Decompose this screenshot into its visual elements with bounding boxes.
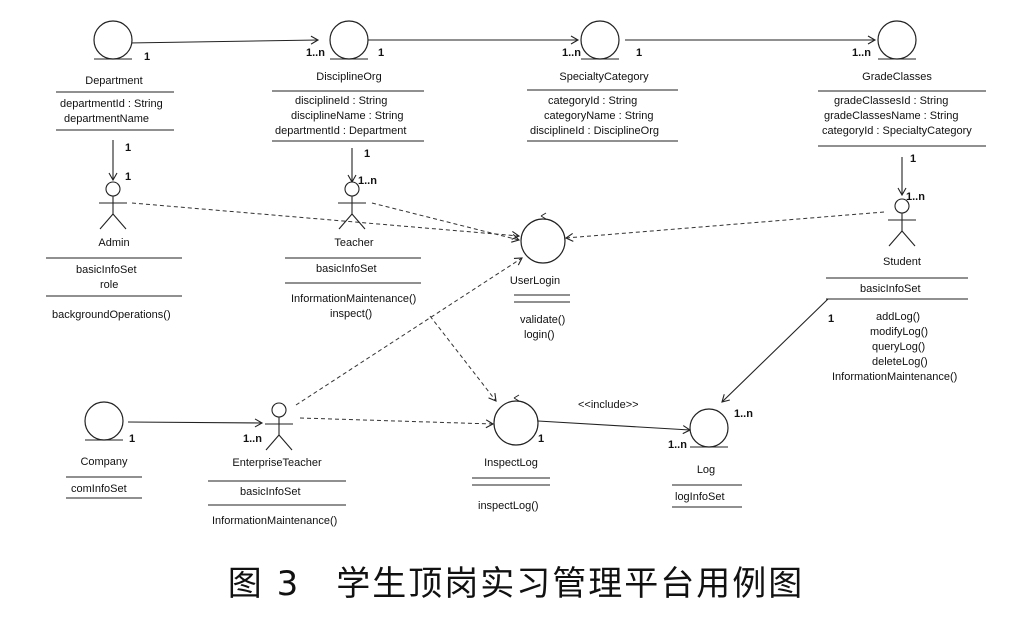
multiplicity-label: 1 [910, 153, 916, 165]
attribute: basicInfoSet [76, 264, 137, 276]
operation: modifyLog() [870, 326, 928, 338]
multiplicity-label: 1..n [358, 175, 377, 187]
attribute: departmentName [64, 113, 149, 125]
operation: validate() [520, 314, 565, 326]
operation: InformationMaintenance() [212, 515, 337, 527]
include-stereotype-label: <<include>> [578, 399, 639, 411]
node-name: EnterpriseTeacher [232, 457, 322, 469]
attribute: departmentId : String [60, 98, 163, 110]
multiplicity-label: 1..n [734, 408, 753, 420]
entity-circle-icon [93, 20, 133, 60]
userlogin-usecase: UserLogin validate() login() [510, 212, 570, 341]
multiplicity-label: 1..n [852, 47, 871, 59]
operation: backgroundOperations() [52, 309, 171, 321]
inspectlog-usecase: InspectLog inspectLog() [472, 394, 550, 512]
control-circle-icon [520, 218, 566, 264]
multiplicity-label: 1 [129, 433, 135, 445]
stick-figure-icon [99, 181, 127, 230]
multiplicity-label: 1 [144, 51, 150, 63]
node-name: DisciplineOrg [316, 71, 381, 83]
attribute: departmentId : Department [275, 125, 406, 137]
dept-to-discipline-line [127, 35, 320, 45]
stick-figure-icon [888, 198, 916, 247]
stick-figure-icon [265, 402, 293, 451]
attribute: logInfoSet [675, 491, 725, 503]
student-userlogin-dependency [564, 211, 885, 242]
operation: addLog() [876, 311, 920, 323]
entity-circle-icon [84, 401, 124, 441]
attribute: gradeClassesId : String [834, 95, 948, 107]
entity-circle-icon [329, 20, 369, 60]
specialty-node: SpecialtyCategory categoryId : String ca… [527, 20, 678, 142]
admin-actor: Admin basicInfoSet role backgroundOperat… [46, 181, 182, 321]
entity-circle-icon [877, 20, 917, 60]
attribute: disciplineId : DisciplineOrg [530, 125, 659, 137]
node-name: SpecialtyCategory [559, 71, 649, 83]
attribute: basicInfoSet [316, 263, 377, 275]
multiplicity-labels: 1 1..n 1 1..n 1 1..n 1 1 1 1..n 1 1..n 1… [125, 47, 925, 451]
associations [108, 35, 907, 435]
attribute: comInfoSet [71, 483, 127, 495]
node-name: UserLogin [510, 275, 560, 287]
attribute: role [100, 279, 118, 291]
attribute: categoryId : String [548, 95, 637, 107]
attribute: disciplineName : String [291, 110, 404, 122]
multiplicity-label: 1 [364, 148, 370, 160]
node-name: Department [85, 75, 142, 87]
multiplicity-label: 1..n [243, 433, 262, 445]
node-name: InspectLog [484, 457, 538, 469]
multiplicity-label: 1 [538, 433, 544, 445]
teacher-actor: Teacher basicInfoSet InformationMaintena… [285, 181, 421, 320]
operation: inspectLog() [478, 500, 539, 512]
multiplicity-label: 1..n [668, 439, 687, 451]
multiplicity-label: 1..n [562, 47, 581, 59]
admin-userlogin-dependency [131, 202, 521, 240]
log-node: Log logInfoSet [672, 408, 742, 508]
operation: InformationMaintenance() [832, 371, 957, 383]
entity-circle-icon [689, 408, 729, 448]
multiplicity-label: 1..n [306, 47, 325, 59]
company-node: Company comInfoSet [66, 401, 142, 499]
node-name: Student [883, 256, 921, 268]
node-name: Teacher [334, 237, 373, 249]
teacher-inspectlog-dependency [429, 315, 497, 402]
multiplicity-label: 1 [125, 142, 131, 154]
attribute: basicInfoSet [860, 283, 921, 295]
attribute: gradeClassesName : String [824, 110, 959, 122]
multiplicity-label: 1 [636, 47, 642, 59]
multiplicity-label: 1 [828, 313, 834, 325]
attribute: disciplineId : String [295, 95, 387, 107]
grade-node: GradeClasses gradeClassesId : String gra… [818, 20, 986, 147]
operation: login() [524, 329, 555, 341]
enterprise-teacher-actor: EnterpriseTeacher basicInfoSet Informati… [208, 402, 346, 527]
multiplicity-label: 1 [378, 47, 384, 59]
multiplicity-label: 1..n [906, 191, 925, 203]
node-name: Log [697, 464, 715, 476]
attribute: categoryName : String [544, 110, 653, 122]
node-name: Company [80, 456, 128, 468]
uml-use-case-diagram: 1 1..n 1 1..n 1 1..n 1 1 1 1..n 1 1..n 1… [46, 20, 986, 527]
enterprise-inspectlog-dependency [299, 417, 495, 429]
node-name: GradeClasses [862, 71, 932, 83]
control-circle-icon [493, 400, 539, 446]
teacher-userlogin-dependency [371, 202, 521, 243]
operation: InformationMaintenance() [291, 293, 416, 305]
discipline-node: DisciplineOrg disciplineId : String disc… [272, 20, 424, 142]
operation: queryLog() [872, 341, 925, 353]
node-name: Admin [98, 237, 129, 249]
attribute: basicInfoSet [240, 486, 301, 498]
department-node: Department departmentId : String departm… [56, 20, 174, 131]
student-actor: Student basicInfoSet addLog() modifyLog(… [826, 198, 968, 383]
multiplicity-label: 1 [125, 171, 131, 183]
stick-figure-icon [338, 181, 366, 230]
enterprise-userlogin-dependency [295, 257, 523, 406]
operation: deleteLog() [872, 356, 928, 368]
entity-circle-icon [580, 20, 620, 60]
figure-caption: 图 3 学生顶岗实习管理平台用例图 [227, 564, 805, 604]
company-to-enterprise-line [127, 418, 264, 428]
student-to-log-line [721, 298, 829, 403]
attribute: categoryId : SpecialtyCategory [822, 125, 972, 137]
inspect-to-log-line [537, 420, 692, 435]
operation: inspect() [330, 308, 372, 320]
